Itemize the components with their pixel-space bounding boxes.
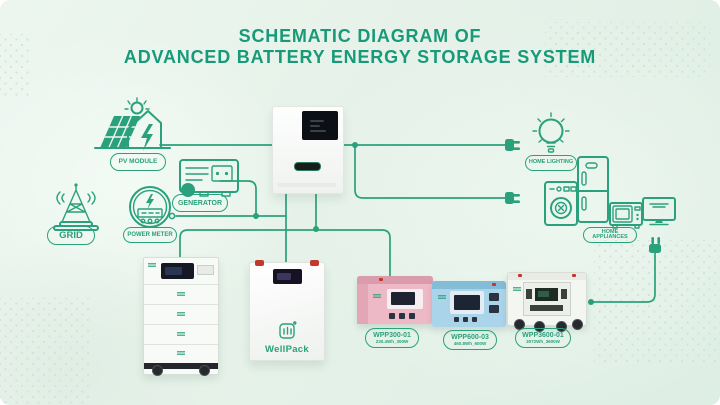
portable-medium-label: WPP600-03 460.8Wh_600W xyxy=(443,330,497,350)
outlet xyxy=(472,317,477,322)
hybrid-inverter-unit xyxy=(272,106,344,194)
stack-display-screen xyxy=(161,263,194,279)
caster-wheel xyxy=(572,319,583,330)
pv-module-label: PV MODULE xyxy=(110,153,166,171)
washing-machine-icon xyxy=(544,181,578,226)
outlet xyxy=(409,313,415,319)
brand-mark xyxy=(177,332,185,337)
title-line-1: SCHEMATIC DIAGRAM OF xyxy=(238,26,482,46)
stack-divider xyxy=(144,344,218,345)
grid-label: GRID xyxy=(47,226,95,245)
pv-module-icon xyxy=(94,97,171,151)
brand-mark xyxy=(177,292,185,297)
display-screen xyxy=(454,295,480,310)
page-title: SCHEMATIC DIAGRAM OF ADVANCED BATTERY EN… xyxy=(0,26,720,68)
indicator xyxy=(572,274,576,277)
display-frame xyxy=(450,291,484,314)
port xyxy=(530,305,563,311)
outlet xyxy=(454,317,459,322)
stacked-battery-unit xyxy=(143,257,219,376)
title-line-2: ADVANCED BATTERY ENERGY STORAGE SYSTEM xyxy=(123,47,597,67)
brand-mark xyxy=(373,294,381,299)
caster-wheel xyxy=(199,365,210,376)
stack-divider xyxy=(144,304,218,305)
inverter-brand-badge xyxy=(294,162,321,171)
wellpack-logo-icon xyxy=(279,321,297,339)
inverter-base xyxy=(282,189,332,193)
monitor-icon xyxy=(642,197,676,226)
plug-icon xyxy=(505,192,520,204)
grid-tower-icon xyxy=(53,183,99,231)
indicator xyxy=(518,274,522,277)
junction-dot xyxy=(253,213,259,219)
port xyxy=(561,289,567,299)
display-screen xyxy=(391,292,415,305)
control-panel xyxy=(523,282,571,316)
brand-mark xyxy=(513,287,521,292)
indicator xyxy=(379,278,383,281)
inverter-vent xyxy=(278,183,336,187)
unit-top xyxy=(357,276,433,284)
stack-divider xyxy=(144,324,218,325)
brand-mark xyxy=(148,263,156,268)
refrigerator-icon xyxy=(577,156,609,223)
outlet xyxy=(489,293,499,301)
outlet xyxy=(463,317,468,322)
plug-icon xyxy=(649,237,661,253)
brand-mark xyxy=(177,312,185,317)
plug-icon xyxy=(505,139,520,151)
home-lighting-label: HOME LIGHTING xyxy=(525,155,577,171)
power-meter-icon xyxy=(129,186,171,228)
display-frame xyxy=(387,289,423,309)
caster-wheel xyxy=(152,365,163,376)
portable-power-station-small xyxy=(357,276,433,324)
stack-control-panel xyxy=(197,265,214,275)
microwave-icon xyxy=(609,202,643,229)
brand-mark xyxy=(177,351,185,356)
inverter-to-appliances-line xyxy=(354,145,507,199)
power-meter-label: POWER METER xyxy=(123,227,177,243)
outlet xyxy=(389,313,395,319)
battery-terminal xyxy=(255,260,264,266)
portable-power-station-large xyxy=(507,272,587,332)
outlet xyxy=(489,305,499,313)
portable-large-label: WPP3600-01 3072Wh_3600W xyxy=(515,328,571,348)
outlet xyxy=(399,313,405,319)
light-bulb-icon xyxy=(532,112,570,153)
stack-divider xyxy=(144,284,218,285)
wall-battery-screen xyxy=(273,269,302,284)
portable-power-station-medium xyxy=(432,281,506,327)
brand-mark xyxy=(438,295,446,300)
generator-label: GENERATOR xyxy=(172,194,228,212)
unit-side xyxy=(357,284,368,324)
home-appliances-label: HOME APPLIANCES xyxy=(583,227,637,243)
inverter-screen xyxy=(302,111,338,140)
port xyxy=(526,289,532,299)
wellpack-brand-text: WellPack xyxy=(265,344,309,355)
portable-small-label: WPP300-01 230.4Wh_300W xyxy=(365,328,419,348)
indicator xyxy=(492,283,496,286)
wall-battery-unit: WellPack xyxy=(249,260,325,361)
battery-terminal xyxy=(310,260,319,266)
display-screen xyxy=(535,288,558,301)
power-station-to-appliances-line xyxy=(590,252,656,303)
junction-dot xyxy=(313,226,319,232)
